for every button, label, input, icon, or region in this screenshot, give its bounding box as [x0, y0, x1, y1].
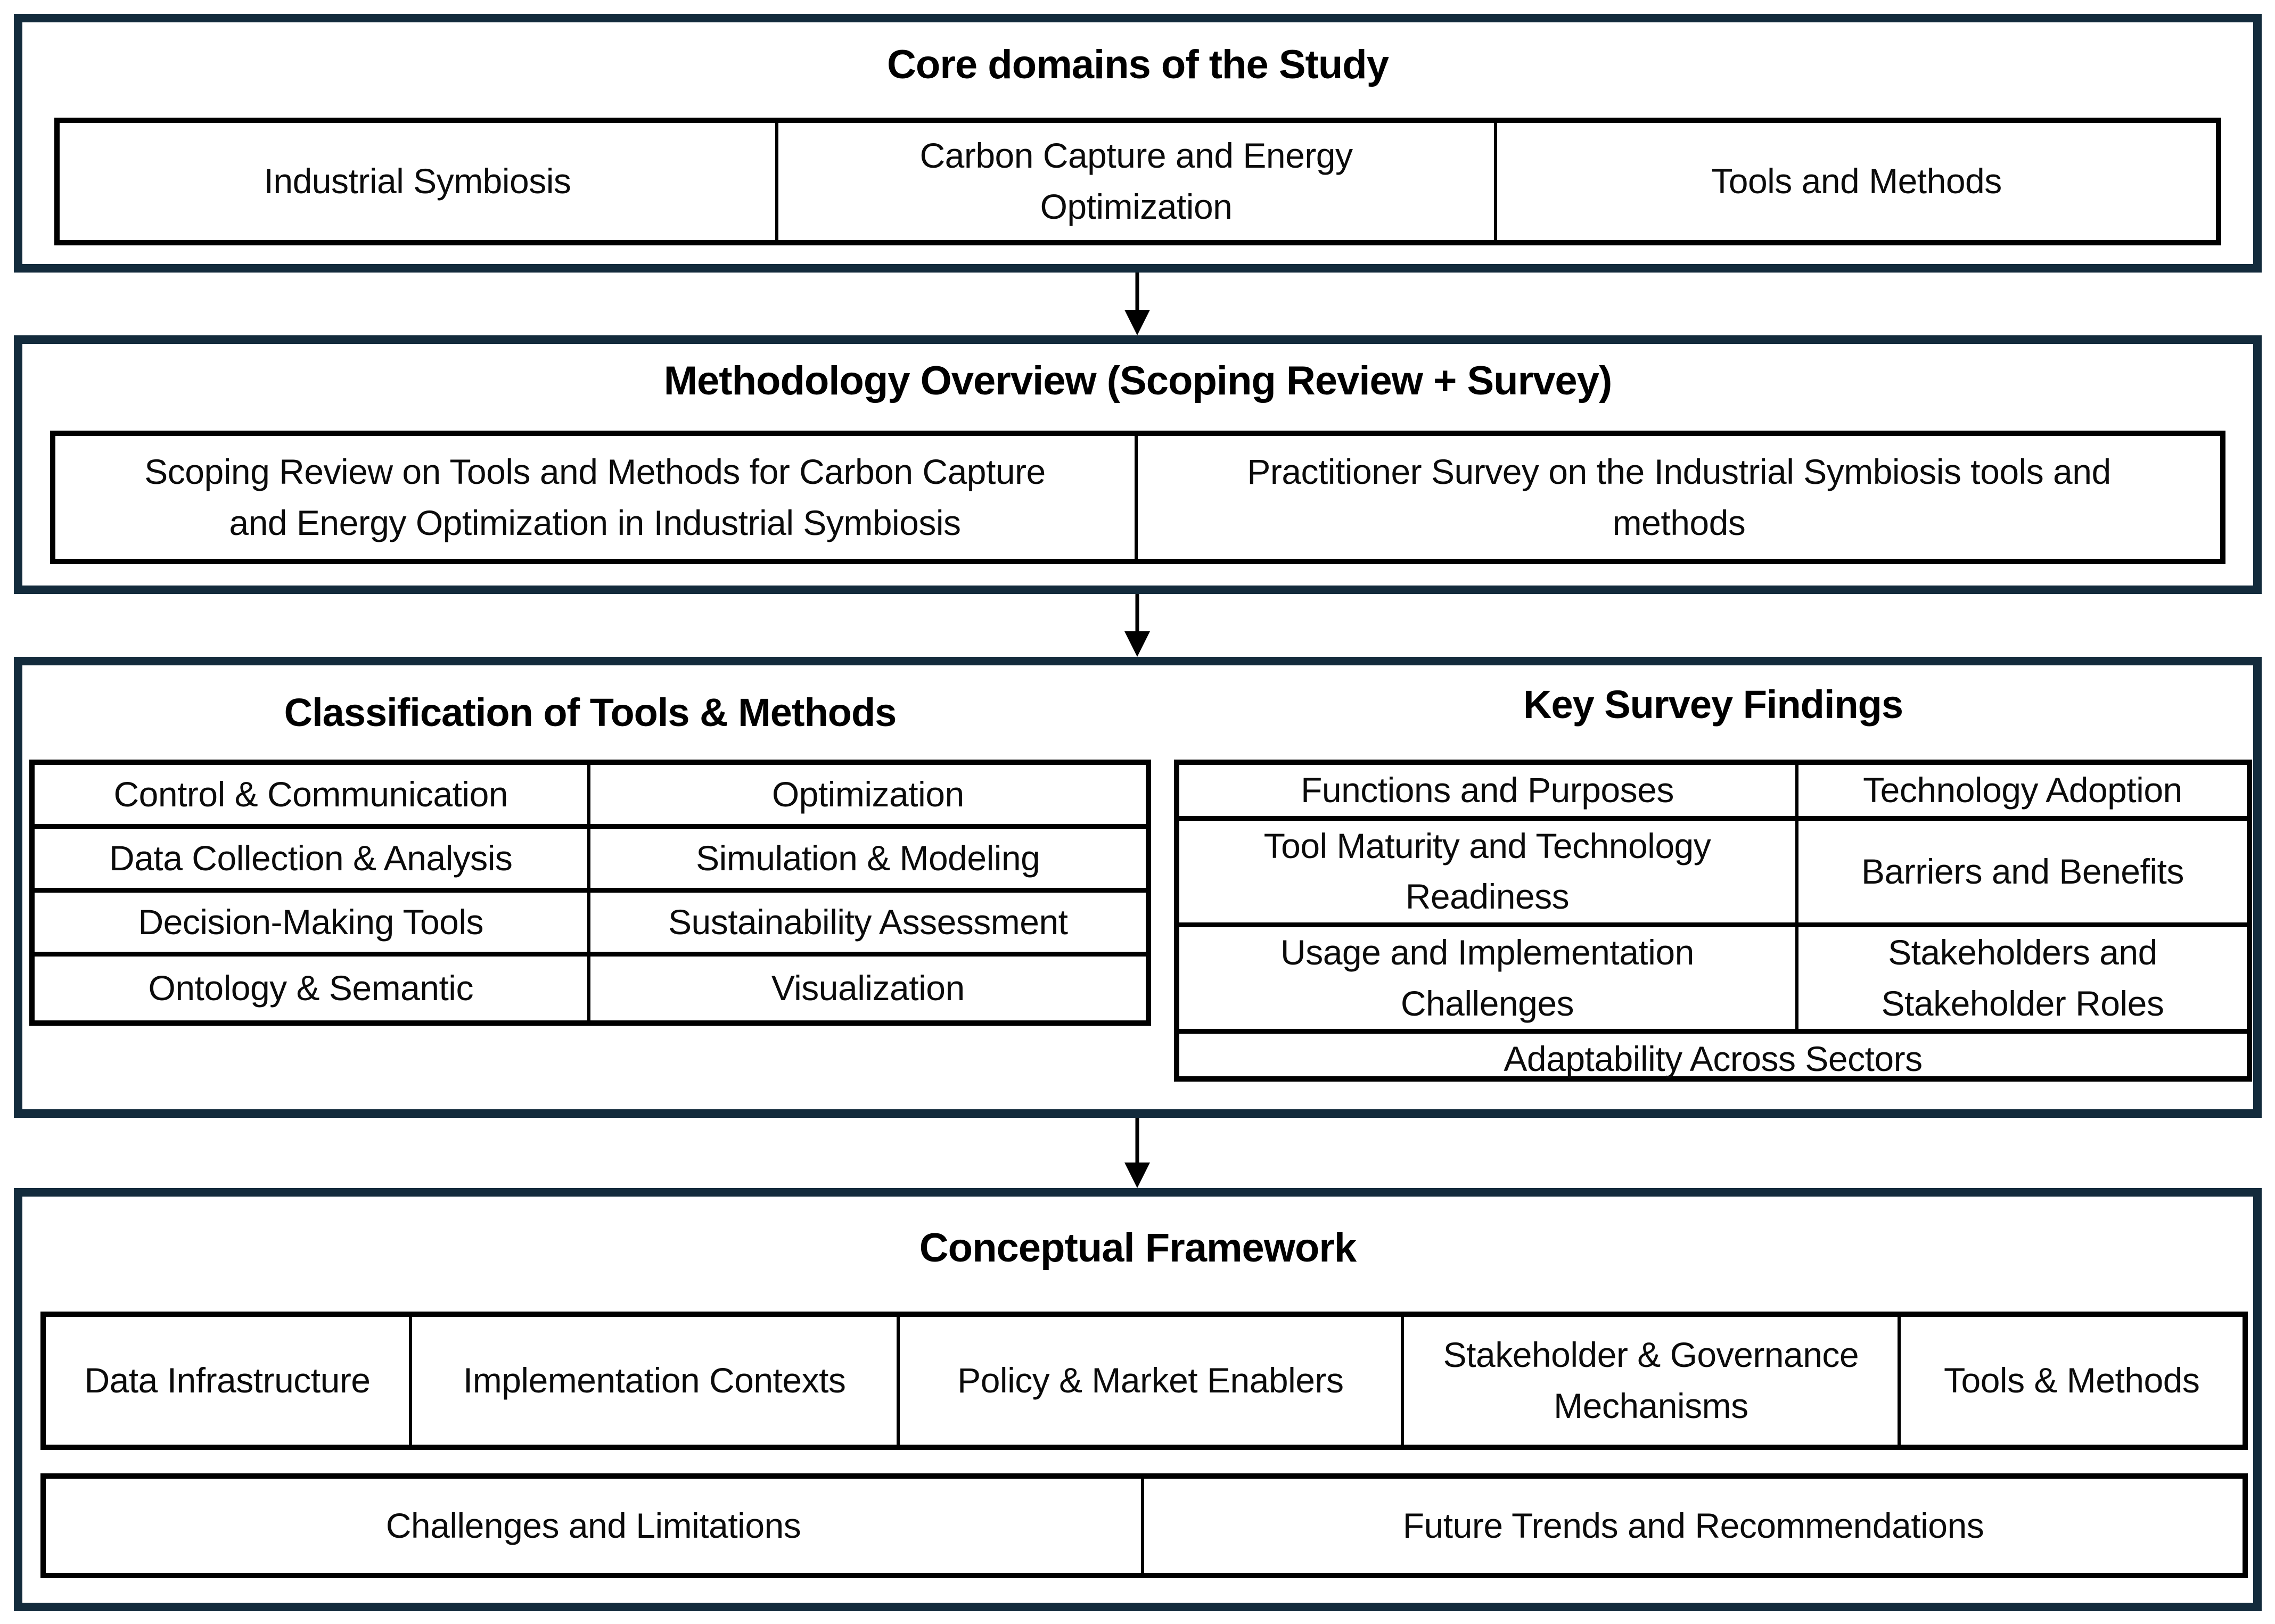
survey-cell-usage-implementation-challenges: Usage and Implementation Challenges	[1179, 927, 1798, 1034]
framework-cell-data-infrastructure: Data Infrastructure	[46, 1317, 412, 1445]
framework-cell-implementation-contexts: Implementation Contexts	[412, 1317, 900, 1445]
classification-table: Control & Communication Optimization Dat…	[29, 760, 1151, 1026]
framework-cell-stakeholder-governance: Stakeholder & Governance Mechanisms	[1404, 1317, 1901, 1445]
classification-cell-ontology-semantic: Ontology & Semantic	[35, 957, 590, 1020]
key-survey-findings-table: Functions and Purposes Technology Adopti…	[1174, 760, 2252, 1082]
survey-cell-functions-purposes: Functions and Purposes	[1179, 765, 1798, 821]
panel-methodology-overview: Methodology Overview (Scoping Review + S…	[14, 335, 2262, 594]
classification-cell-decision-making-tools: Decision-Making Tools	[35, 893, 590, 957]
key-survey-findings-title: Key Survey Findings	[1523, 682, 1903, 727]
arrow-head-icon	[1124, 631, 1150, 657]
conceptual-framework-row2-table: Challenges and Limitations Future Trends…	[40, 1473, 2248, 1578]
classification-cell-control-communication: Control & Communication	[35, 765, 590, 829]
core-cell-industrial-symbiosis: Industrial Symbiosis	[60, 123, 778, 240]
framework-cell-policy-market-enablers: Policy & Market Enablers	[900, 1317, 1405, 1445]
conceptual-framework-title: Conceptual Framework	[919, 1225, 1357, 1271]
panel-core-domains: Core domains of the Study Industrial Sym…	[14, 14, 2262, 273]
framework-cell-future-trends-recommendations: Future Trends and Recommendations	[1402, 1505, 1984, 1545]
classification-cell-data-collection-analysis: Data Collection & Analysis	[35, 829, 590, 893]
core-cell-carbon-capture-energy-optimization: Carbon Capture and Energy Optimization	[778, 123, 1497, 240]
survey-cell-barriers-benefits: Barriers and Benefits	[1798, 821, 2247, 928]
down-arrow-2	[1124, 594, 1150, 657]
arrow-stem	[1135, 594, 1139, 633]
classification-cell-optimization: Optimization	[590, 765, 1146, 829]
conceptual-framework-row1-table: Data Infrastructure Implementation Conte…	[40, 1312, 2248, 1450]
methodology-title: Methodology Overview (Scoping Review + S…	[663, 358, 1613, 403]
survey-cell-tool-maturity-readiness: Tool Maturity and Technology Readiness	[1179, 820, 1798, 928]
framework-cell-tools-methods: Tools & Methods	[1944, 1361, 2200, 1400]
survey-cell-adaptability-across-sectors: Adaptability Across Sectors	[1504, 1039, 1923, 1079]
framework-cell-challenges-limitations: Challenges and Limitations	[46, 1479, 1144, 1573]
classification-cell-sustainability-assessment: Sustainability Assessment	[590, 893, 1146, 957]
core-domains-title: Core domains of the Study	[887, 42, 1389, 87]
classification-title: Classification of Tools & Methods	[284, 690, 897, 735]
arrow-head-icon	[1124, 1163, 1150, 1188]
down-arrow-1	[1124, 273, 1150, 335]
methodology-cell-practitioner-survey: Practitioner Survey on the Industrial Sy…	[1247, 451, 2111, 542]
panel-classification-and-findings: Classification of Tools & Methods Key Su…	[14, 657, 2262, 1118]
survey-cell-stakeholders-roles: Stakeholders and Stakeholder Roles	[1798, 927, 2247, 1034]
survey-cell-technology-adoption: Technology Adoption	[1798, 765, 2247, 821]
core-domains-table: Industrial Symbiosis Carbon Capture and …	[54, 118, 2221, 245]
arrow-stem	[1135, 1118, 1139, 1165]
classification-cell-simulation-modeling: Simulation & Modeling	[590, 829, 1146, 893]
methodology-cell-scoping-review: Scoping Review on Tools and Methods for …	[55, 436, 1138, 559]
arrow-head-icon	[1124, 310, 1150, 335]
core-cell-tools-and-methods: Tools and Methods	[1711, 161, 2002, 201]
classification-cell-visualization: Visualization	[771, 968, 965, 1008]
arrow-stem	[1135, 273, 1139, 312]
down-arrow-3	[1124, 1118, 1150, 1188]
methodology-table: Scoping Review on Tools and Methods for …	[50, 431, 2225, 564]
panel-conceptual-framework: Conceptual Framework Data Infrastructure…	[14, 1188, 2262, 1611]
